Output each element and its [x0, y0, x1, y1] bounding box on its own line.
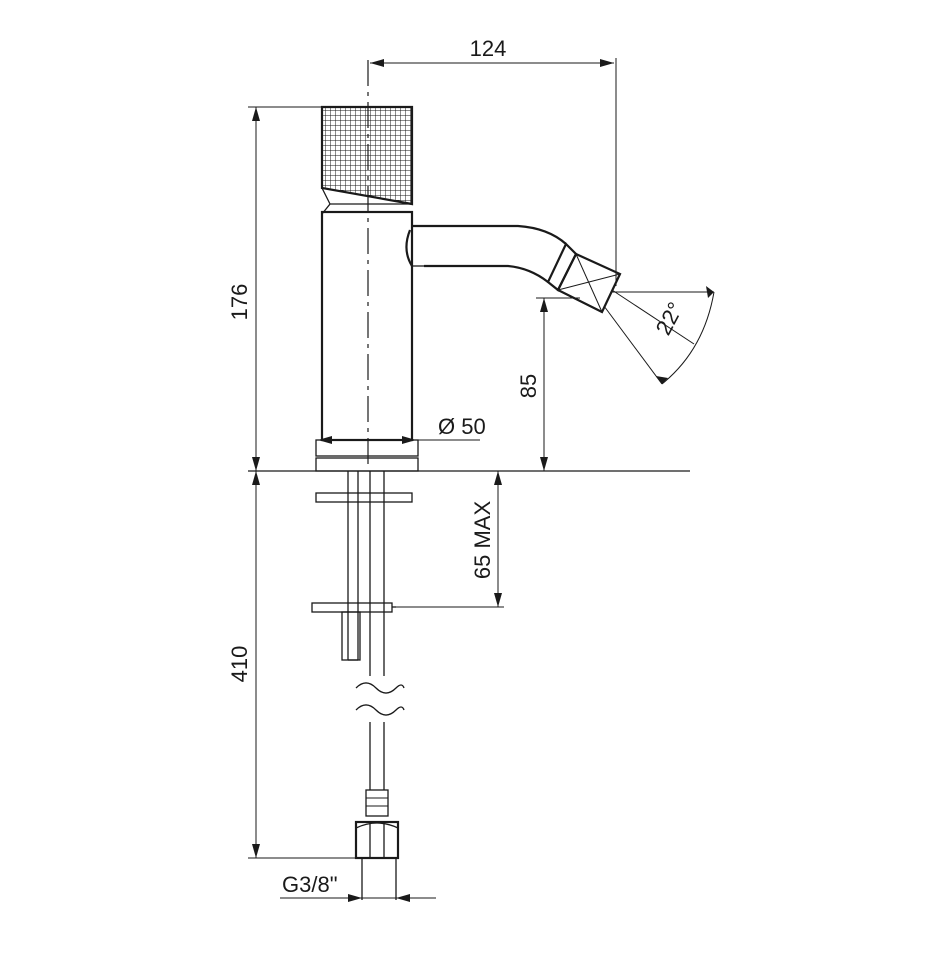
aerator-nozzle [556, 252, 622, 314]
mounting-assembly [311, 471, 413, 900]
dim-spout-reach: 124 [470, 36, 507, 61]
dim-overall-height: 176 [227, 284, 252, 321]
knurled-handle [320, 105, 414, 206]
handle-collar [321, 187, 412, 215]
dim-max-deck-thickness: 65 MAX [470, 501, 495, 580]
hose-fitting [354, 789, 400, 860]
fixing-bracket [311, 602, 393, 613]
upper-washer [315, 492, 413, 503]
hose-break-symbol [355, 682, 405, 694]
dim-hose-length: 410 [227, 646, 252, 683]
dim-connection-thread: G3/8" [282, 872, 338, 897]
spout [405, 224, 715, 385]
dimension-lines [248, 58, 714, 902]
dim-base-diameter: Ø 50 [438, 414, 486, 439]
dim-spray-angle: 22° [651, 298, 689, 339]
base-ring-lower [315, 457, 419, 472]
dim-spout-height: 85 [516, 374, 541, 398]
faucet-body [315, 105, 419, 472]
body-cylinder [320, 210, 414, 442]
